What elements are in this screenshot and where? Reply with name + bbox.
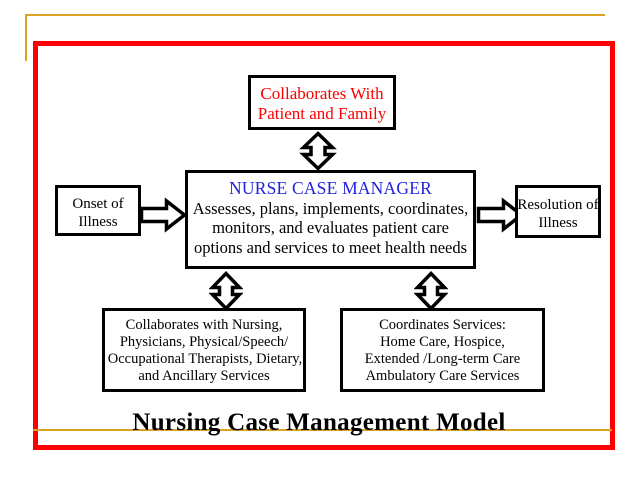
box-line: Physicians, Physical/Speech/ — [119, 334, 289, 351]
page-title: Nursing Case Management Model — [132, 409, 506, 436]
box-line: Onset of — [72, 196, 124, 212]
box-line: Extended /Long-term Care — [364, 351, 521, 368]
box-collaborates-with-patient-and-family: Collaborates With Patient and Family — [248, 75, 396, 130]
box-nurse-case-manager: NURSE CASE MANAGER Assesses, plans, impl… — [185, 170, 476, 269]
box-line: Assesses, plans, implements, coordinates… — [192, 198, 469, 218]
box-line: monitors, and evaluates patient care — [212, 218, 449, 238]
box-line: Coordinates Services: — [379, 317, 506, 333]
box-line: Ambulatory Care Services — [365, 368, 520, 385]
decorative-gold-top-line — [25, 14, 605, 16]
box-line: options and services to meet health need… — [193, 237, 468, 257]
decorative-gold-title-rule — [33, 429, 612, 431]
box-line: Collaborates with Nursing, — [125, 317, 283, 333]
decorative-gold-left-line — [25, 14, 27, 61]
box-line: Collaborates With — [260, 84, 384, 103]
box-line: Home Care, Hospice, — [380, 334, 505, 351]
box-resolution-of-illness: Resolution of Illness — [515, 185, 601, 238]
box-coordinates-services: Coordinates Services: Home Care, Hospice… — [340, 308, 545, 392]
box-line: Patient and Family — [257, 104, 387, 124]
right-arrow-icon — [476, 197, 524, 233]
box-line: Resolution of — [517, 197, 599, 213]
box-onset-of-illness: Onset of Illness — [55, 185, 141, 236]
box-collaborates-with-care-team: Collaborates with Nursing, Physicians, P… — [102, 308, 306, 392]
box-line: Occupational Therapists, Dietary, — [107, 351, 303, 368]
double-headed-vertical-arrow-icon — [414, 271, 448, 311]
box-line: Illness — [78, 213, 118, 230]
red-border-frame — [33, 41, 615, 450]
box-line: and Ancillary Services — [138, 368, 270, 385]
double-headed-vertical-arrow-icon — [299, 131, 337, 171]
right-arrow-icon — [139, 197, 187, 233]
nurse-case-manager-heading: NURSE CASE MANAGER — [229, 178, 432, 198]
double-headed-vertical-arrow-icon — [209, 271, 243, 311]
box-line: Illness — [538, 214, 578, 231]
